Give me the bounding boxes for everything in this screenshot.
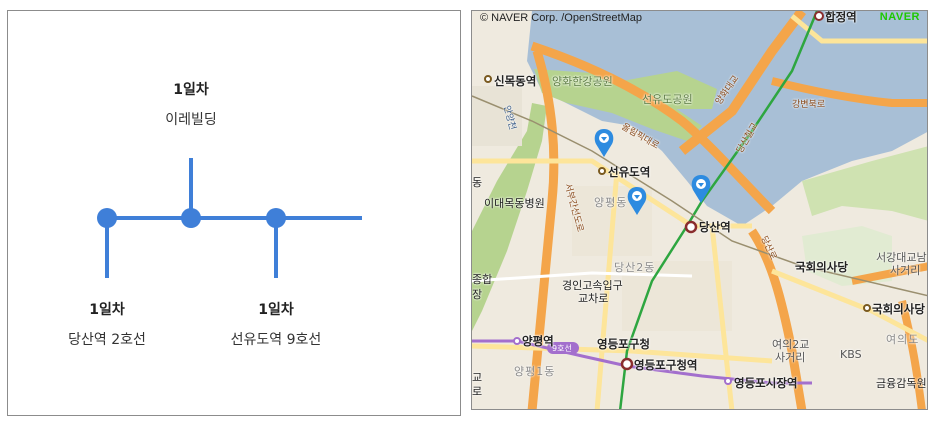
road-seobu bbox=[527, 49, 559, 409]
timeline-connector-top bbox=[189, 158, 193, 218]
label-yeouido-fragment: 여의도 bbox=[886, 333, 920, 346]
label-gyeongin-2: 교차로 bbox=[578, 292, 609, 305]
road-minor-6 bbox=[790, 14, 927, 44]
label-national-assembly: 국회의사당 bbox=[795, 260, 848, 274]
label-seonyudo-park: 선유도공원 bbox=[642, 93, 693, 106]
park-yanghwa bbox=[534, 69, 702, 141]
station-dot-national-assembly bbox=[863, 304, 871, 312]
label-jonghap-2: 장 bbox=[472, 288, 483, 301]
block-a bbox=[472, 86, 522, 146]
station-dot-hapjeong bbox=[814, 11, 824, 21]
timeline-dot-right[interactable] bbox=[266, 208, 286, 228]
road-olympic bbox=[530, 41, 776, 215]
label-yanghwa-park: 양화한강공원 bbox=[552, 75, 613, 88]
label-yeongdeungpo-office: 영등포구청 bbox=[597, 337, 650, 351]
stop-top-day: 1일차 bbox=[173, 82, 209, 98]
label-line9: 9호선 bbox=[552, 344, 572, 353]
road-minor-2 bbox=[594, 170, 620, 409]
station-dot-yeongdeungpo-market bbox=[724, 377, 732, 385]
label-yangpyeong-dong: 양평동 bbox=[594, 196, 628, 209]
label-seogang-bridge-1: 서강대교남 bbox=[876, 251, 927, 264]
station-dot-yeongdeungpo-office bbox=[620, 357, 634, 371]
map-canvas[interactable] bbox=[472, 11, 928, 410]
label-gangbyeon: 강변북로 bbox=[792, 100, 826, 110]
pin-seonyudo[interactable] bbox=[594, 129, 614, 157]
park-riverside-east bbox=[802, 146, 927, 221]
pin-ireh-building[interactable] bbox=[627, 187, 647, 215]
label-dong-fragment: 동 bbox=[472, 176, 483, 189]
label-national-assembly-station: 국회의사당 bbox=[872, 302, 925, 316]
station-dot-yangpyeong bbox=[513, 337, 521, 345]
line9-pill bbox=[547, 342, 579, 354]
naver-logo[interactable]: NAVER bbox=[879, 11, 920, 23]
label-dangsan-station: 당산역 bbox=[699, 220, 731, 234]
station-dot-seonyudo bbox=[598, 167, 606, 175]
label-jonghap-1: 종합 bbox=[472, 273, 493, 286]
road-yanghwa-bridge bbox=[678, 11, 806, 155]
stop-left-day: 1일차 bbox=[89, 302, 125, 318]
stop-right-day: 1일차 bbox=[258, 302, 294, 318]
timeline-dot-left[interactable] bbox=[97, 208, 117, 228]
label-left-edge-2: 로 bbox=[472, 385, 483, 398]
map-panel[interactable]: © NAVER Corp. /OpenStreetMap NAVER 합정역 신… bbox=[471, 10, 928, 410]
stop-top-place[interactable]: 이레빌딩 bbox=[165, 112, 217, 128]
label-geumyung: 금융감독원 bbox=[876, 377, 927, 390]
label-sinmokdong: 신목동역 bbox=[494, 74, 537, 88]
label-hapjeong: 합정역 bbox=[825, 10, 857, 24]
label-ewha-hospital: 이대목동병원 bbox=[484, 197, 545, 210]
label-yangpyeong1: 양평1동 bbox=[514, 365, 556, 378]
road-right bbox=[851, 262, 927, 285]
timeline-horizontal-line bbox=[100, 216, 362, 220]
stop-left-place[interactable]: 당산역 2호선 bbox=[68, 332, 146, 348]
road-gangbyeon bbox=[771, 77, 927, 107]
station-dot-dangsan bbox=[684, 220, 698, 234]
label-yangpyeong-station: 양평역 bbox=[522, 334, 554, 348]
timeline-connector-left bbox=[105, 218, 109, 278]
timeline-dot-top[interactable] bbox=[181, 208, 201, 228]
subway-line-2 bbox=[618, 11, 819, 409]
map-credit: © NAVER Corp. /OpenStreetMap bbox=[480, 12, 642, 24]
timeline-connector-right bbox=[274, 218, 278, 278]
subway-rail bbox=[472, 95, 927, 297]
label-dangsan2: 당산2동 bbox=[614, 261, 656, 274]
label-seonyudo-station: 선유도역 bbox=[608, 165, 651, 179]
timeline-panel: 1일차 이레빌딩 1일차 당산역 2호선 1일차 선유도역 9호선 bbox=[7, 10, 461, 416]
label-left-edge: 교 bbox=[472, 371, 483, 384]
label-gyeongin: 경인고속입구 bbox=[562, 279, 623, 292]
road-minor-5 bbox=[472, 271, 693, 283]
label-seogang-bridge-2: 사거리 bbox=[890, 264, 921, 277]
label-yeoui2b: 사거리 bbox=[775, 351, 806, 364]
stop-right-place[interactable]: 선유도역 9호선 bbox=[230, 332, 322, 348]
label-yeongdeungpo-market: 영등포시장역 bbox=[734, 376, 798, 390]
block-c bbox=[622, 261, 732, 331]
label-yeoui2: 여의2교 bbox=[772, 338, 810, 351]
station-dot-sinmokdong bbox=[484, 75, 492, 83]
label-kbs: KBS bbox=[840, 348, 862, 361]
label-yeongdeungpo-office-station: 영등포구청역 bbox=[634, 358, 698, 372]
road-east bbox=[748, 228, 807, 409]
road-far-right bbox=[898, 300, 926, 409]
road-minor-7 bbox=[771, 268, 927, 343]
pin-dangsan[interactable] bbox=[691, 175, 711, 203]
